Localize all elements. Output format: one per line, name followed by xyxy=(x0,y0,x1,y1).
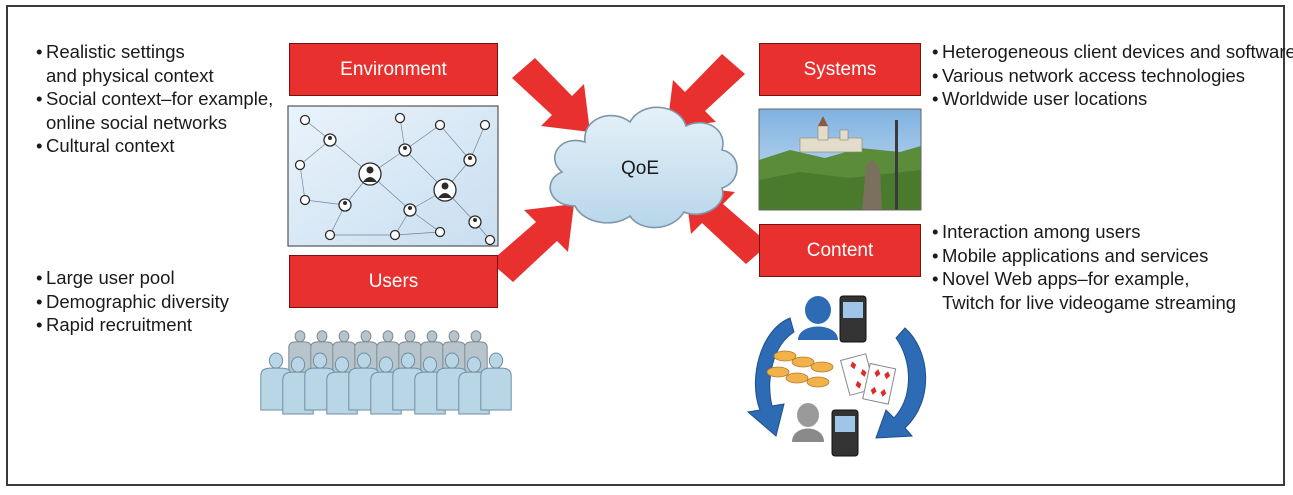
content-box: Content xyxy=(759,224,921,277)
environment-list: Realistic settings and physical context … xyxy=(36,40,273,158)
list-item: Rapid recruitment xyxy=(36,313,229,337)
list-item: and physical context xyxy=(46,64,214,86)
content-list: Interaction among users Mobile applicati… xyxy=(932,220,1236,314)
social-network-illustration xyxy=(287,105,499,247)
arrow-users-to-qoe xyxy=(490,204,574,282)
castle-photo xyxy=(758,108,922,211)
list-item: Large user pool xyxy=(36,266,229,290)
users-list: Large user pool Demographic diversity Ra… xyxy=(36,266,229,337)
list-item: Demographic diversity xyxy=(36,290,229,314)
list-item: Interaction among users xyxy=(932,220,1236,244)
list-item: Various network access technologies xyxy=(932,64,1293,88)
list-item: Worldwide user locations xyxy=(932,87,1293,111)
mobile-gaming-illustration xyxy=(746,295,927,457)
list-item: Realistic settings xyxy=(36,40,273,64)
arrow-systems-to-qoe xyxy=(667,54,745,128)
systems-box: Systems xyxy=(759,43,921,96)
list-item: Novel Web apps–for example, xyxy=(932,267,1236,291)
list-item: Heterogeneous client devices and softwar… xyxy=(932,40,1293,64)
list-item: Mobile applications and services xyxy=(932,244,1236,268)
list-item: Twitch for live videogame streaming xyxy=(942,291,1237,313)
crowd-illustration xyxy=(260,330,512,415)
environment-box: Environment xyxy=(289,43,498,96)
arrow-environment-to-qoe xyxy=(512,58,590,132)
list-item: Social context–for example, xyxy=(36,87,273,111)
users-box: Users xyxy=(289,255,498,308)
qoe-cloud xyxy=(549,106,738,229)
list-item: online social networks xyxy=(46,111,227,133)
qoe-label: QoE xyxy=(620,158,660,179)
list-item: Cultural context xyxy=(36,134,273,158)
systems-list: Heterogeneous client devices and softwar… xyxy=(932,40,1293,111)
